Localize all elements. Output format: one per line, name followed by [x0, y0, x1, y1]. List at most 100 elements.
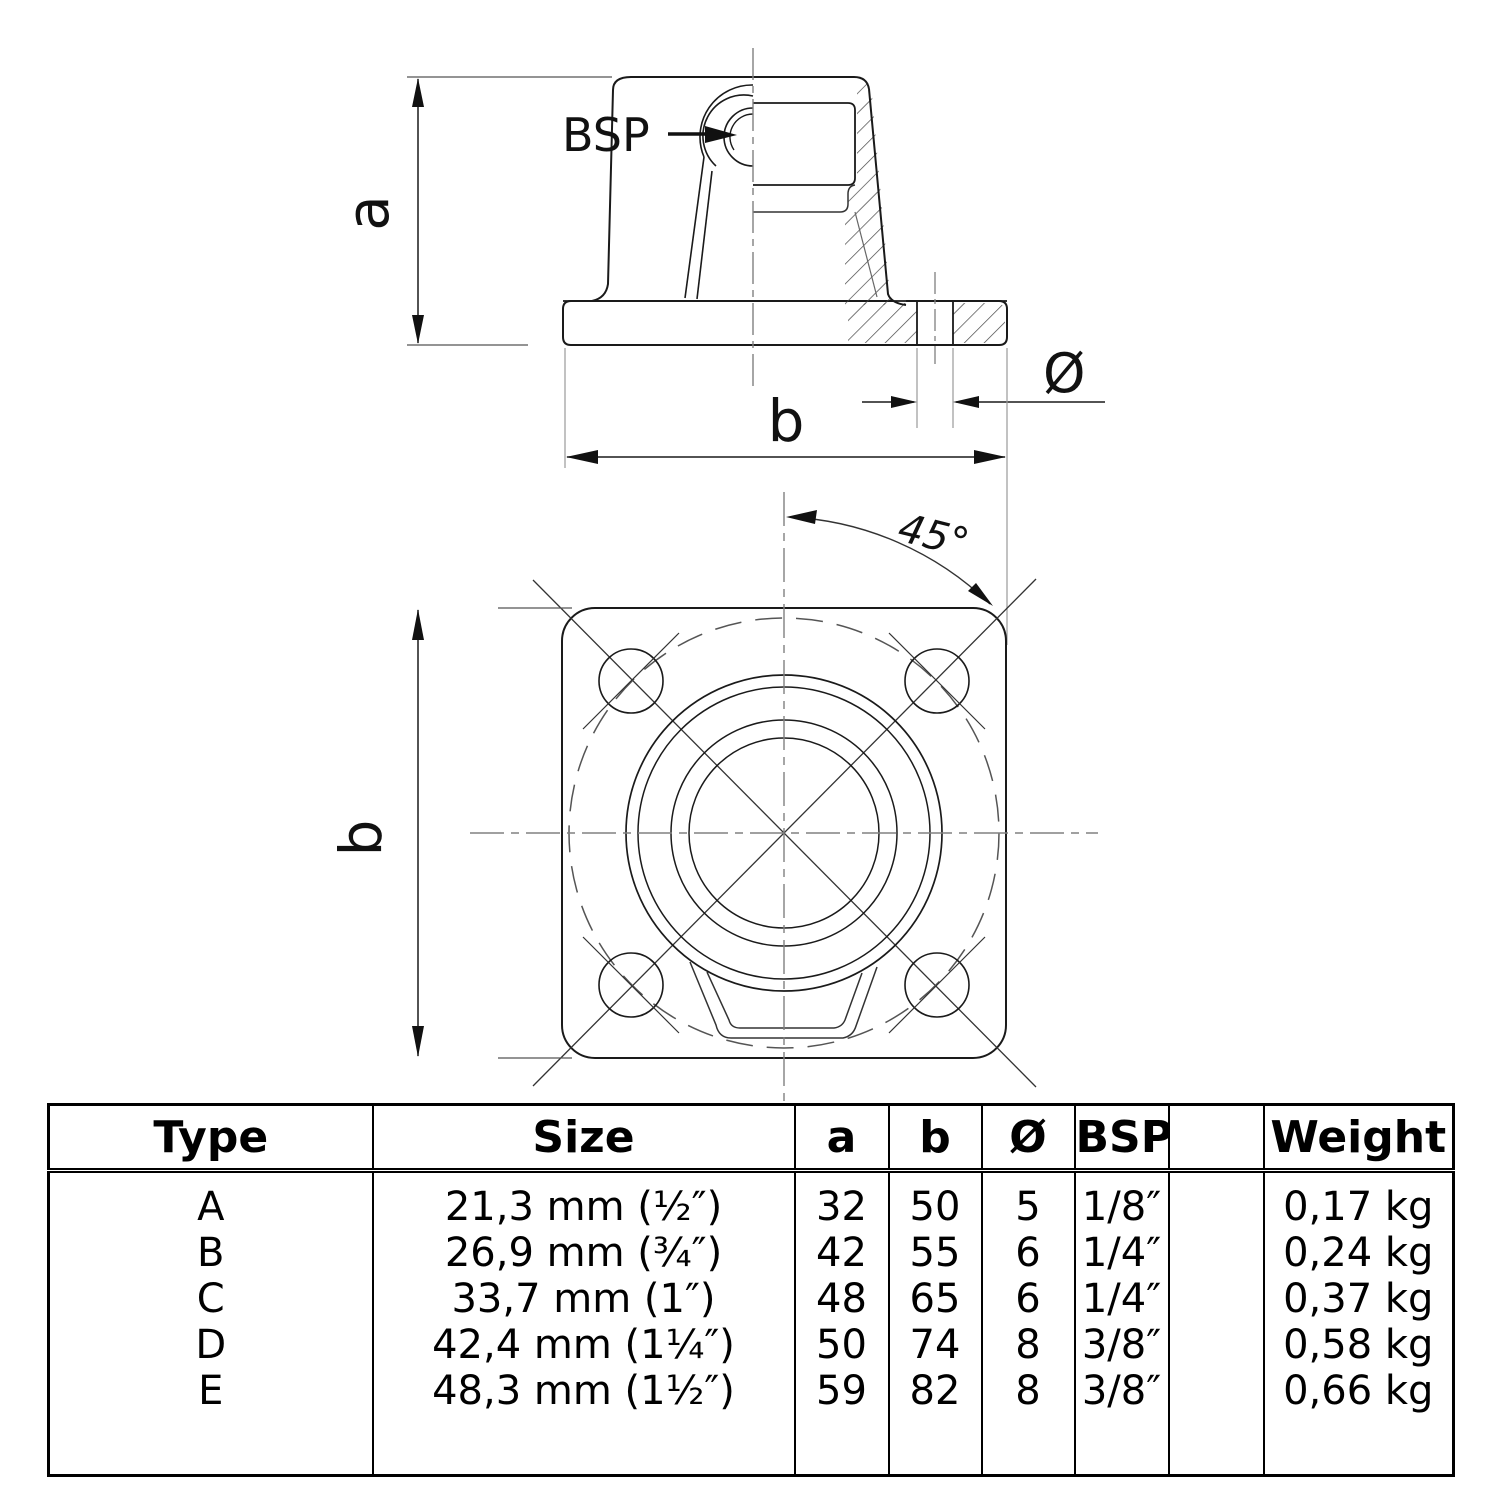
arrowhead-right [891, 396, 917, 408]
cell-a: 32 [793, 1184, 890, 1230]
cell-spacer [1167, 1276, 1265, 1322]
thread-relief-edge [753, 184, 856, 213]
cell-type: D [47, 1322, 374, 1368]
bolt-hole [598, 952, 664, 1018]
angle-label: 45° [894, 505, 974, 567]
cell-size: 26,9 mm (¾″) [371, 1230, 796, 1276]
header-a: a [793, 1104, 890, 1173]
thread-relief-fill [753, 186, 848, 212]
cell-size: 42,4 mm (1¼″) [371, 1322, 796, 1368]
cell-spacer [1167, 1230, 1265, 1276]
cell-a: 59 [793, 1368, 890, 1414]
cell-b: 55 [887, 1230, 983, 1276]
cell-weight: 0,66 kg [1262, 1368, 1455, 1414]
arrowhead-up [412, 78, 424, 107]
dimension-angle: 45° [786, 505, 993, 606]
cell-spacer [1167, 1368, 1265, 1414]
angle-arc [789, 516, 991, 605]
cell-size: 21,3 mm (½″) [371, 1184, 796, 1230]
dim-a-label: a [334, 195, 402, 231]
bsp-thread-arc [729, 113, 754, 151]
arrowhead-left [566, 450, 598, 464]
wall-hatch [845, 79, 908, 305]
boss-top-edge [612, 76, 870, 91]
boss-right-edge [868, 88, 907, 306]
header-diameter: Ø [980, 1104, 1076, 1173]
cell-diameter: 6 [980, 1230, 1076, 1276]
side-view [562, 48, 1008, 388]
cell-bsp: 3/8″ [1073, 1322, 1170, 1368]
cell-diameter: 8 [980, 1322, 1076, 1368]
cell-spacer [1167, 1322, 1265, 1368]
bsp-lug-edge-outer [684, 156, 705, 299]
cell-a: 50 [793, 1322, 890, 1368]
flange-hatch-right [953, 303, 1005, 343]
cell-b: 82 [887, 1368, 983, 1414]
bsp-lug-edge-inner [696, 170, 713, 300]
header-bsp: BSP [1073, 1104, 1170, 1173]
bolt-hole [904, 952, 970, 1018]
cell-bsp: 3/8″ [1073, 1368, 1170, 1414]
cell-type: C [47, 1276, 374, 1322]
bolt-hole-tick [888, 632, 986, 730]
cell-type: B [47, 1230, 374, 1276]
wall-inner-edge [854, 211, 878, 298]
cell-type: A [47, 1184, 374, 1230]
boss-left-edge [591, 89, 614, 302]
dimension-a: a [334, 76, 612, 346]
cell-weight: 0,37 kg [1262, 1276, 1455, 1322]
bsp-lug-plan-outer [689, 961, 878, 1039]
arrowhead-down [412, 315, 424, 344]
cell-weight: 0,58 kg [1262, 1322, 1455, 1368]
plan-view [470, 492, 1098, 1103]
cell-bsp: 1/8″ [1073, 1184, 1170, 1230]
bsp-boss-arc [699, 84, 754, 158]
bsp-counterbore-arc [702, 94, 754, 167]
cell-spacer [1167, 1184, 1265, 1230]
bolt-hole-tick [888, 936, 986, 1034]
table-filler-row [47, 1414, 1455, 1476]
bsp-label: BSP [562, 108, 650, 162]
cell-weight: 0,17 kg [1262, 1184, 1455, 1230]
technical-drawing: a BSP Ø b 45° [327, 48, 1105, 1103]
cell-bsp: 1/4″ [1073, 1276, 1170, 1322]
header-type: Type [47, 1104, 374, 1173]
arrowhead-down [412, 1026, 424, 1057]
cell-b: 50 [887, 1184, 983, 1230]
bsp-arrowhead [705, 126, 737, 143]
dimension-diameter: Ø [862, 342, 1105, 428]
cell-diameter: 8 [980, 1368, 1076, 1414]
dimension-b-vertical: b [327, 607, 572, 1059]
dim-b-vertical-label: b [327, 820, 395, 857]
arrowhead-right [968, 583, 993, 606]
arrowhead-right [974, 450, 1006, 464]
cell-a: 42 [793, 1230, 890, 1276]
arrowhead-left [953, 396, 979, 408]
cell-size: 48,3 mm (1½″) [371, 1368, 796, 1414]
header-b: b [887, 1104, 983, 1173]
cell-size: 33,7 mm (1″) [371, 1276, 796, 1322]
socket-bore [753, 102, 856, 186]
table-spacer-row [47, 1170, 1455, 1184]
diameter-label: Ø [1043, 342, 1086, 405]
cell-diameter: 5 [980, 1184, 1076, 1230]
spec-table-header: Type Size a b Ø BSP Weight [47, 1104, 1455, 1173]
cell-b: 74 [887, 1322, 983, 1368]
cell-type: E [47, 1368, 374, 1414]
header-spacer [1167, 1104, 1265, 1173]
bolt-hole-tick [582, 936, 680, 1034]
bolt-hole [598, 648, 664, 714]
cell-weight: 0,24 kg [1262, 1230, 1455, 1276]
header-weight: Weight [1262, 1104, 1455, 1173]
dimension-b-horizontal: b [564, 348, 1008, 645]
bolt-hole [904, 648, 970, 714]
arrowhead-left [786, 510, 817, 524]
flange-hatch-left [848, 303, 917, 343]
